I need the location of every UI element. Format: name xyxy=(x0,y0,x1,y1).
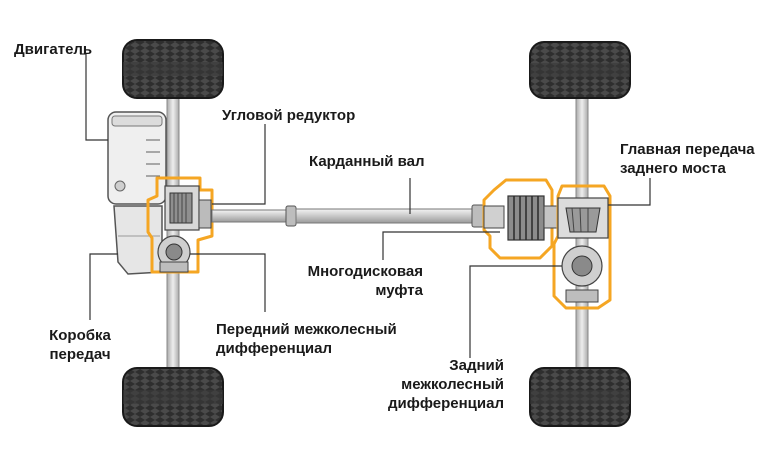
label-multidisc-clutch-line2: муфта xyxy=(375,282,423,299)
label-angle-gearbox: Угловой редуктор xyxy=(222,107,356,124)
leader-rear-final-drive xyxy=(608,178,651,206)
rear-right-wheel xyxy=(529,367,631,427)
label-multidisc-clutch: Многодисковая муфта xyxy=(295,262,423,300)
driveshaft xyxy=(211,204,485,228)
label-front-differential-line2: дифференциал xyxy=(216,340,333,357)
label-rear-differential: Задний межколесный дифференциал xyxy=(380,356,504,413)
label-rear-differential-line3: дифференциал xyxy=(387,395,504,412)
front-axle-shaft xyxy=(166,84,180,386)
label-rear-differential-line2: межколесный xyxy=(401,376,504,393)
label-engine: Двигатель xyxy=(14,41,93,58)
rear-final-drive-unit xyxy=(552,184,612,310)
rear-differential-unit xyxy=(561,245,603,303)
leader-angle-gearbox xyxy=(212,124,266,205)
leader-front-differential xyxy=(190,253,266,312)
label-front-differential-line1: Передний межколесный xyxy=(216,321,397,338)
label-multidisc-clutch-line1: Многодисковая xyxy=(307,263,423,280)
gearbox-housing xyxy=(113,205,163,275)
front-left-wheel xyxy=(122,39,224,99)
leader-gearbox xyxy=(89,253,118,320)
leader-rear-differential xyxy=(469,265,562,358)
label-gearbox-line2: передач xyxy=(49,346,111,363)
front-differential-unit xyxy=(157,235,191,273)
label-rear-final-drive: Главная передача заднего моста xyxy=(620,140,755,178)
front-right-wheel xyxy=(122,367,224,427)
label-gearbox-line1: Коробка xyxy=(49,327,111,344)
leader-engine xyxy=(80,53,108,141)
leader-lines xyxy=(80,53,651,358)
leader-clutch xyxy=(382,231,500,260)
label-rear-final-drive-line1: Главная передача xyxy=(620,141,755,158)
label-gearbox: Коробка передач xyxy=(30,326,130,364)
label-rear-final-drive-line2: заднего моста xyxy=(620,160,726,177)
multidisc-clutch-unit xyxy=(482,178,559,260)
engine-block xyxy=(107,111,167,205)
rear-left-wheel xyxy=(529,41,631,99)
angle-gearbox-unit xyxy=(146,176,214,274)
label-rear-differential-line1: Задний xyxy=(449,357,504,374)
label-driveshaft: Карданный вал xyxy=(309,153,425,170)
label-front-differential: Передний межколесный дифференциал xyxy=(216,320,397,358)
